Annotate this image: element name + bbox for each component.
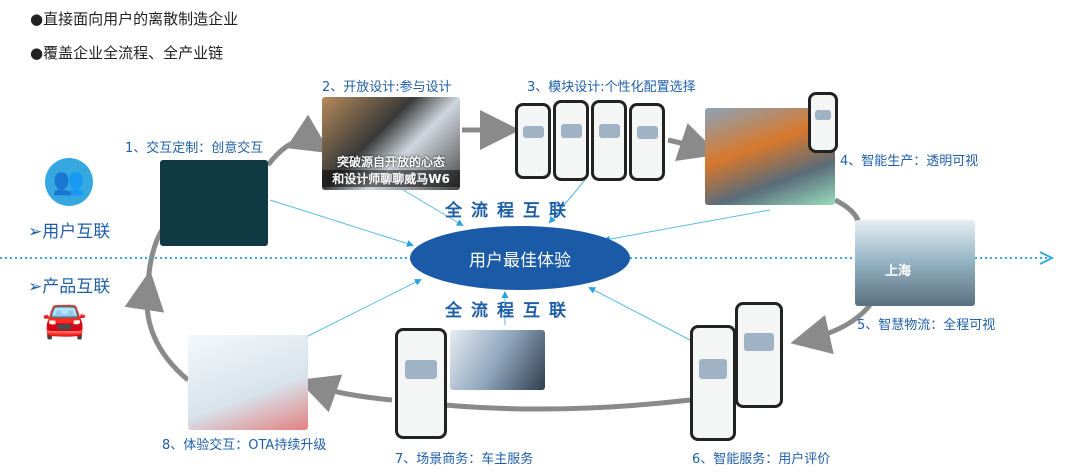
step-2-label: 2、开放设计:参与设计 <box>322 80 452 95</box>
phone-config-4 <box>629 103 665 181</box>
arrow-icon: ➢ <box>28 277 43 297</box>
production-phone <box>808 92 838 153</box>
side-product-label: 产品互联 <box>42 277 111 297</box>
ota-upgrade-image <box>188 335 308 430</box>
car-owner-image <box>450 330 545 390</box>
logistics-image: 上海 <box>855 220 975 306</box>
service-phone-2 <box>735 302 783 408</box>
service-phone-1 <box>690 325 736 441</box>
center-ellipse <box>410 226 630 290</box>
step-8-label: 8、体验交互：OTA持续升级 <box>162 438 327 453</box>
process-loop <box>124 110 872 413</box>
step-5-label: 5、智慧物流：全程可视 <box>857 318 996 333</box>
open-design-image: 突破源自开放的心态 和设计师聊聊威马W6 <box>322 97 460 190</box>
connector-arrows <box>269 179 771 341</box>
bullet-2: ●覆盖企业全流程、全产业链 <box>30 44 224 62</box>
center-label: 用户最佳体验 <box>469 251 571 271</box>
slogan-bottom: 全流程互联 <box>445 301 575 321</box>
step-3-label: 3、模块设计:个性化配置选择 <box>527 80 696 95</box>
step-1-label: 1、交互定制：创意交互 <box>125 141 264 156</box>
step-7-label: 7、场景商务：车主服务 <box>395 452 534 467</box>
step-4-label: 4、智能生产：透明可视 <box>840 154 979 169</box>
phone-config-3 <box>591 100 627 181</box>
bullet-1: ●直接面向用户的离散制造企业 <box>30 10 239 28</box>
phone-config-1 <box>515 103 551 179</box>
users-icon: 👥 <box>45 158 93 206</box>
phone-config-2 <box>553 100 589 181</box>
interaction-customization-image <box>160 160 268 246</box>
step-6-label: 6、智能服务：用户评价 <box>692 452 831 467</box>
side-user-label: 用户互联 <box>42 222 111 242</box>
arrow-icon: ➢ <box>28 222 43 242</box>
slogan-top: 全流程互联 <box>445 201 575 221</box>
cars-icon: 🚘 <box>42 300 87 341</box>
commerce-phone <box>395 328 447 439</box>
